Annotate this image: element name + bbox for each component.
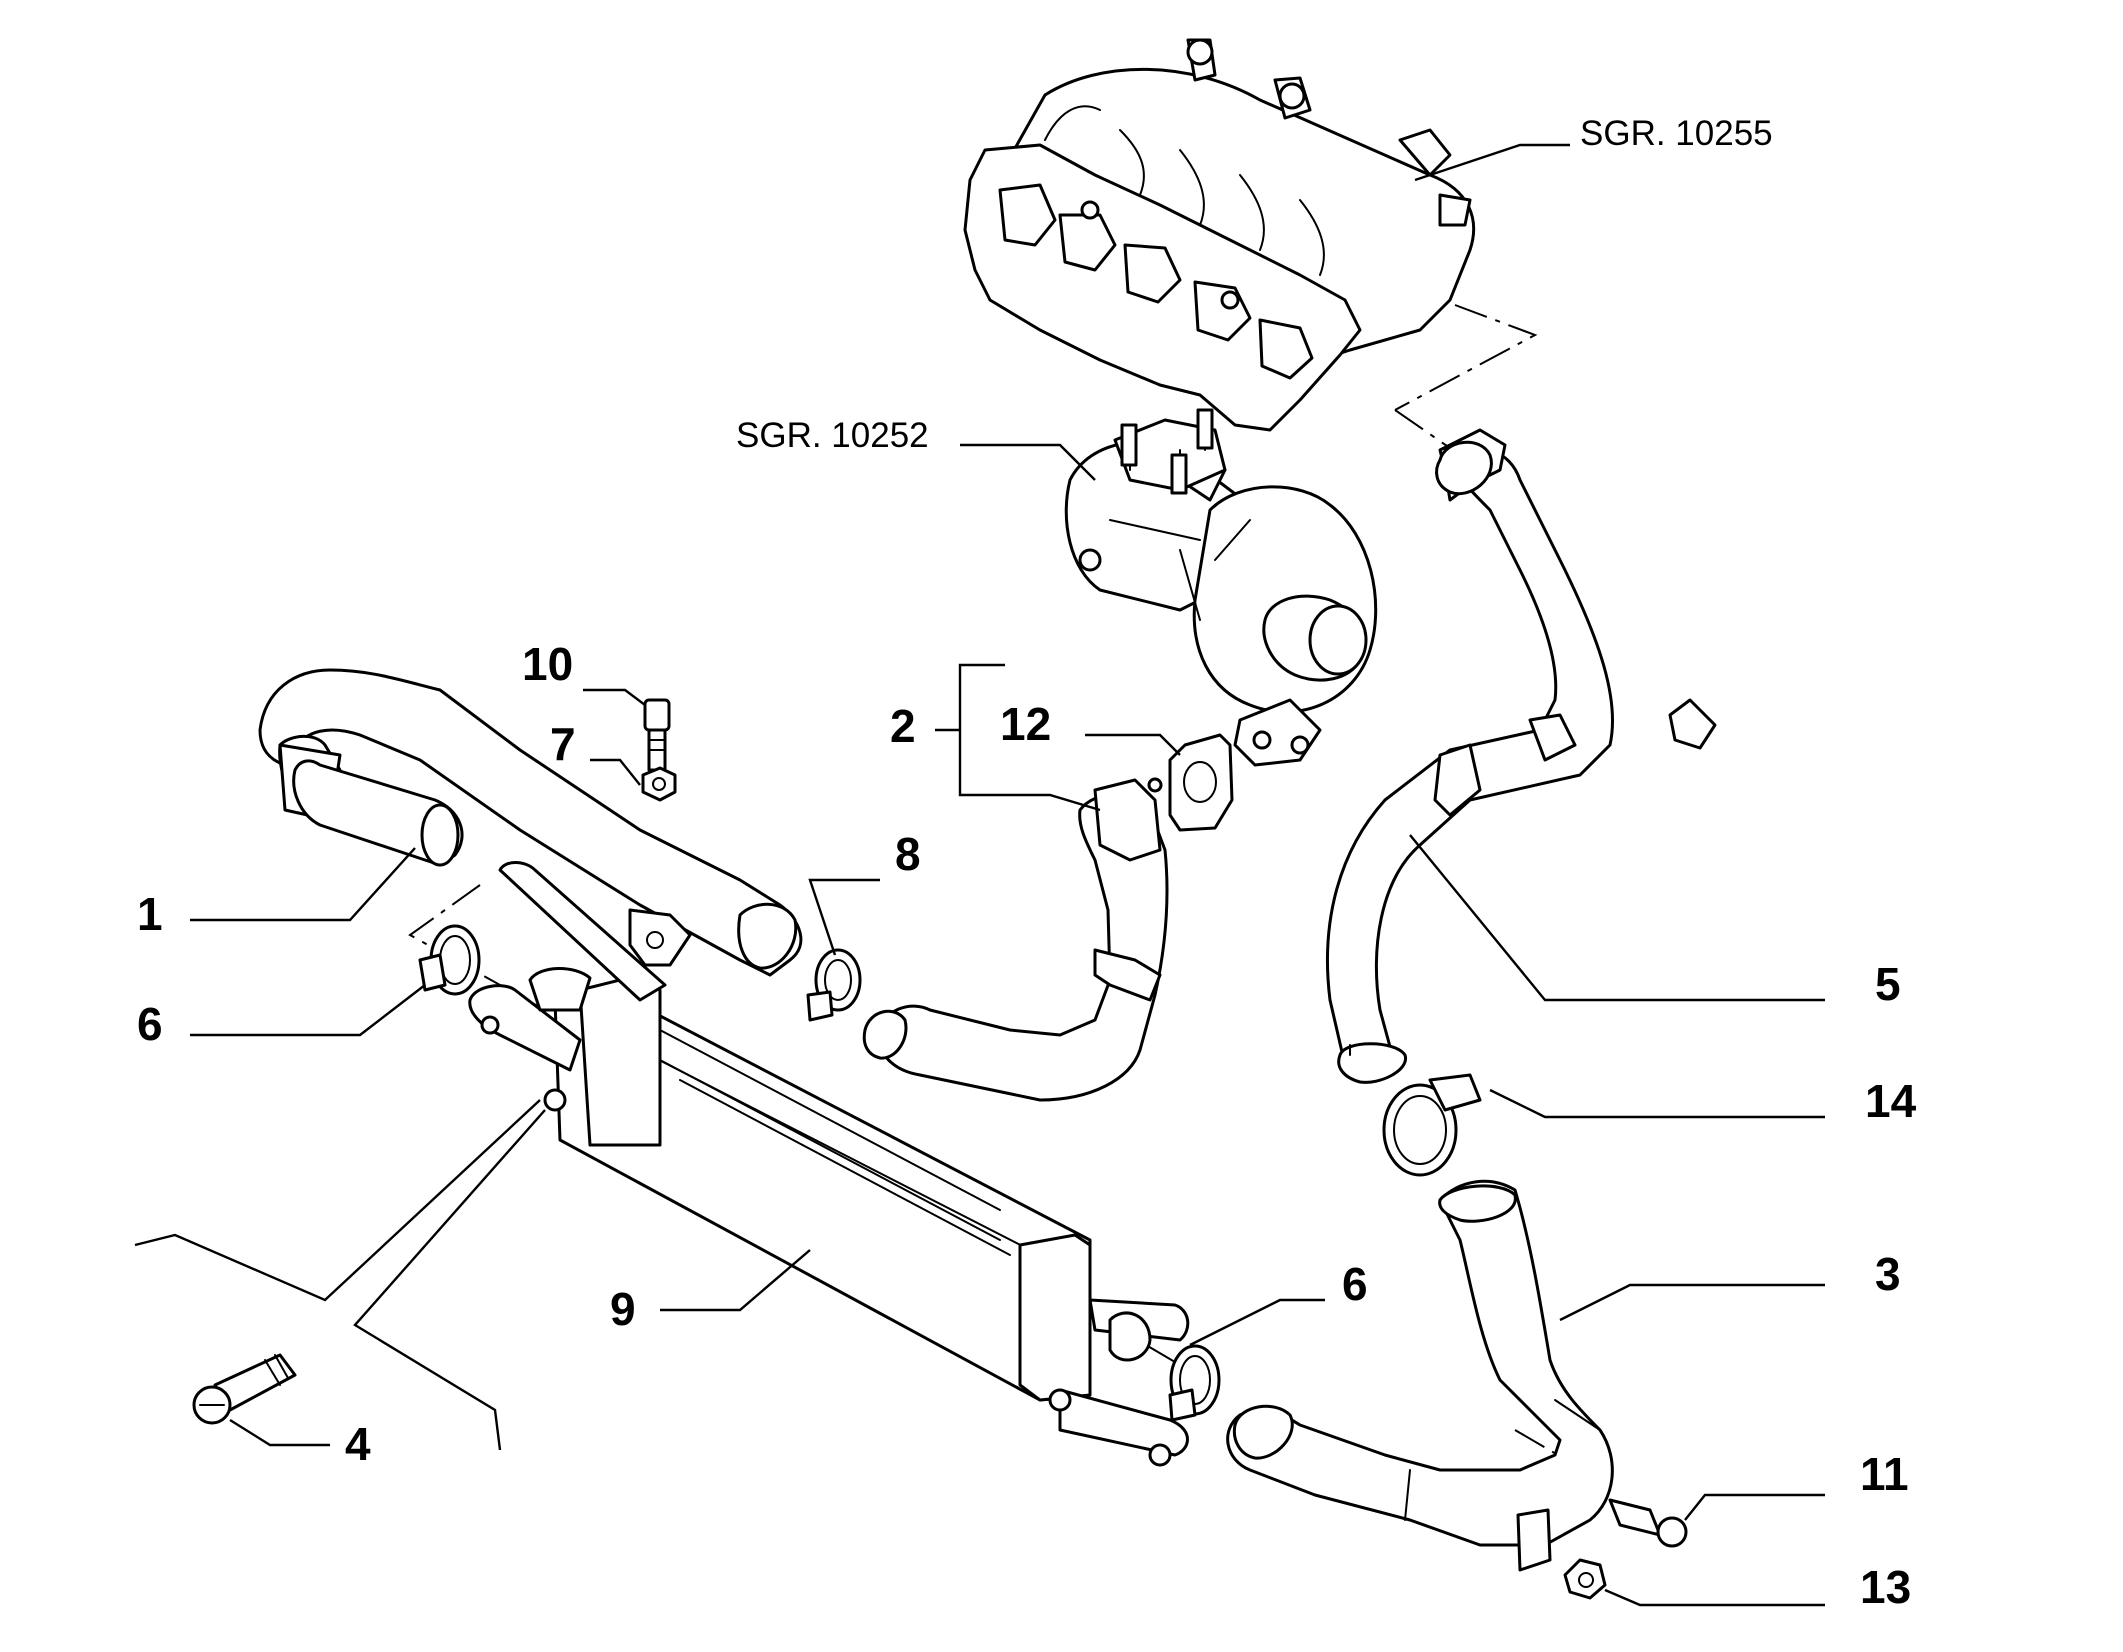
callout-5: 5 — [1875, 958, 1901, 1010]
hose-clamp-6-right-icon — [1168, 1344, 1221, 1422]
nut-13-icon — [1563, 1558, 1607, 1600]
callout-14: 14 — [1865, 1075, 1917, 1127]
hose-1-icon — [258, 668, 803, 977]
gasket-12-icon — [1168, 733, 1234, 832]
callout-9: 9 — [610, 1283, 636, 1335]
intake-manifold-icon — [963, 38, 1476, 432]
callout-11: 11 — [1860, 1448, 1909, 1500]
ref-turbocharger: SGR. 10252 — [736, 416, 929, 455]
hose-5-icon — [1326, 428, 1717, 1084]
bolt-4-icon — [192, 1353, 297, 1425]
hose-clamp-14-icon — [1382, 1073, 1482, 1177]
callout-7: 7 — [550, 718, 576, 770]
callout-3: 3 — [1875, 1248, 1901, 1300]
callout-6-left: 6 — [137, 998, 163, 1050]
turbocharger-icon — [1064, 408, 1378, 767]
callout-13: 13 — [1860, 1561, 1911, 1613]
callout-1: 1 — [137, 888, 163, 940]
callout-4: 4 — [345, 1418, 371, 1470]
hose-clamp-8-icon — [806, 948, 862, 1022]
nut-7-icon — [641, 766, 677, 802]
callout-12: 12 — [1000, 698, 1051, 750]
callout-2: 2 — [890, 700, 916, 752]
hose-3-icon — [1226, 1179, 1614, 1572]
bolt-10-icon — [643, 698, 671, 772]
intercooler-icon — [468, 861, 1190, 1467]
bolt-11-icon — [1608, 1498, 1688, 1548]
callout-10: 10 — [522, 638, 573, 690]
hose-clamp-6-left-icon — [418, 924, 481, 996]
callout-8: 8 — [895, 828, 921, 880]
ref-intake-manifold: SGR. 10255 — [1580, 114, 1773, 153]
callout-6-right: 6 — [1342, 1258, 1368, 1310]
hose-2-icon — [862, 777, 1169, 1102]
